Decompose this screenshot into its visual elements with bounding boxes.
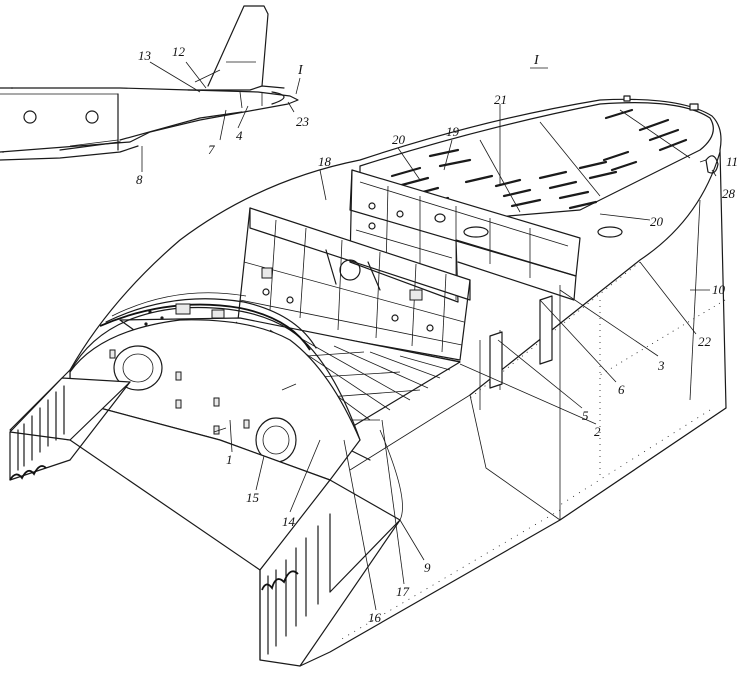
callout-1: 1 [226,452,233,467]
detail-marker-header: I [533,53,540,68]
roof-panel [359,95,719,221]
callout-21: 21 [494,92,507,107]
fuselage-shell [69,98,727,667]
callout-10: 10 [712,282,726,297]
callout-20-right: 20 [650,214,664,229]
right-lower-skin [259,479,401,667]
callout-28: 28 [722,186,736,201]
callout-2: 2 [594,424,601,439]
callout-17: 17 [396,584,410,599]
callout-4: 4 [236,128,243,143]
callout-13: 13 [138,48,152,63]
aircraft-tail-inset [0,5,301,172]
callout-7: 7 [208,142,215,157]
callout-5: 5 [582,408,589,423]
callout-3: 3 [657,358,665,373]
callout-leaders [229,104,717,611]
callout-23: 23 [296,114,310,129]
callout-14: 14 [282,514,296,529]
detail-marker-inset: I [297,63,304,78]
callout-16: 16 [368,610,382,625]
callout-6: 6 [618,382,625,397]
callout-18: 18 [318,154,332,169]
callout-15: 15 [246,490,260,505]
callout-9: 9 [424,560,431,575]
callout-19: 19 [446,124,460,139]
rear-frame-upper [349,169,623,303]
callout-20-top: 20 [392,132,406,147]
callout-8: 8 [136,172,143,187]
callout-11: 11 [726,154,738,169]
callout-12: 12 [172,44,186,59]
callout-22: 22 [698,334,712,349]
